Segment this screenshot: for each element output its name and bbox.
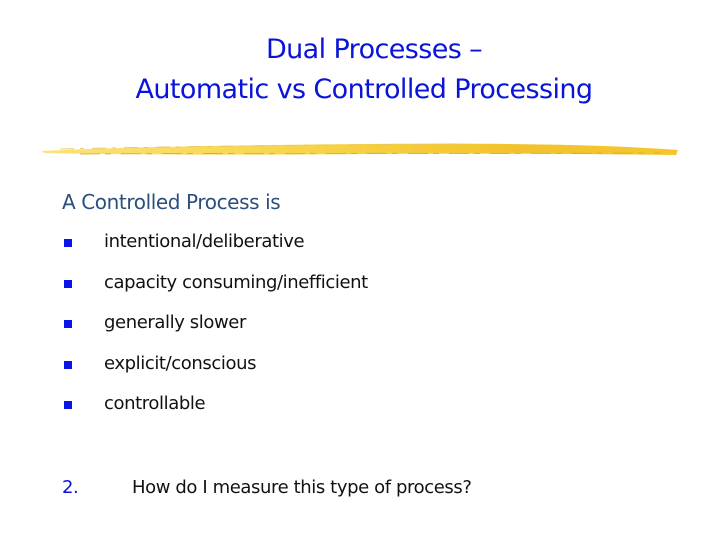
- yellow-brushstroke-divider: [42, 143, 678, 155]
- square-bullet-icon: [64, 401, 72, 409]
- square-bullet-icon: [64, 279, 72, 288]
- subheading: A Controlled Process is: [62, 190, 281, 214]
- bullet-text: explicit/conscious: [104, 352, 257, 374]
- title-line-1: Dual Processes –: [265, 34, 483, 65]
- question-text: How do I measure this type of process?: [132, 477, 472, 498]
- title-line-2: Automatic vs Controlled Processing: [135, 74, 593, 105]
- bullet-text: intentional/deliberative: [104, 231, 305, 252]
- bullet-text: controllable: [104, 393, 206, 414]
- item-number: 2.: [62, 477, 79, 498]
- bullet-text: generally slower: [104, 312, 246, 333]
- square-bullet-icon: [64, 239, 72, 247]
- bullet-text: capacity consuming/inefficient: [104, 271, 368, 293]
- square-bullet-icon: [64, 360, 72, 369]
- square-bullet-icon: [64, 320, 72, 328]
- slide-title: Dual Processes – Automatic vs Controlled…: [0, 30, 720, 110]
